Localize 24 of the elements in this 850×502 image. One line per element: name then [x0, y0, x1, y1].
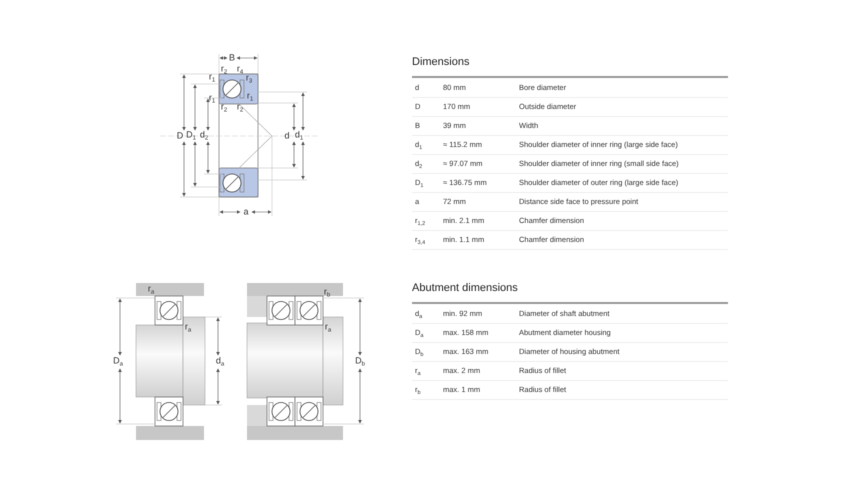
- dimension-label: r$_{b}$: [324, 288, 330, 298]
- dimension-label: d$_{a}$: [216, 356, 224, 368]
- dimension-label: r$_{3}$: [246, 74, 252, 84]
- dimension-label: D$_{1}$: [186, 130, 196, 142]
- dimension-label: D: [176, 132, 184, 140]
- dimension-label: r$_{a}$: [148, 284, 154, 296]
- dimension-label: d: [284, 132, 290, 140]
- dimension-label: r$_{2}$: [220, 102, 228, 114]
- dimension-label: r$_{1}$: [208, 72, 216, 84]
- dimension-label: d$_{1}$: [294, 130, 304, 142]
- section-heading: Abutment dimensions: [412, 282, 518, 294]
- dimension-label: r$_{a}$: [184, 322, 192, 334]
- dimension-label: D$_{b}$: [355, 356, 365, 368]
- dimension-label: a: [244, 208, 248, 216]
- dimension-label: r$_{1}$: [208, 94, 216, 104]
- dimension-label: r$_{1}$: [246, 92, 254, 102]
- dimension-label: r$_{4}$: [236, 64, 244, 76]
- section-heading: Dimensions: [412, 56, 470, 68]
- dimension-label: D$_{a}$: [113, 356, 123, 368]
- dimension-label: r$_{2}$: [236, 102, 244, 114]
- dimension-label: B: [229, 54, 235, 62]
- dimension-label: d$_{2}$: [200, 130, 208, 142]
- dimension-label: r$_{a}$: [324, 322, 332, 334]
- dimension-label: r$_{2}$: [220, 64, 228, 76]
